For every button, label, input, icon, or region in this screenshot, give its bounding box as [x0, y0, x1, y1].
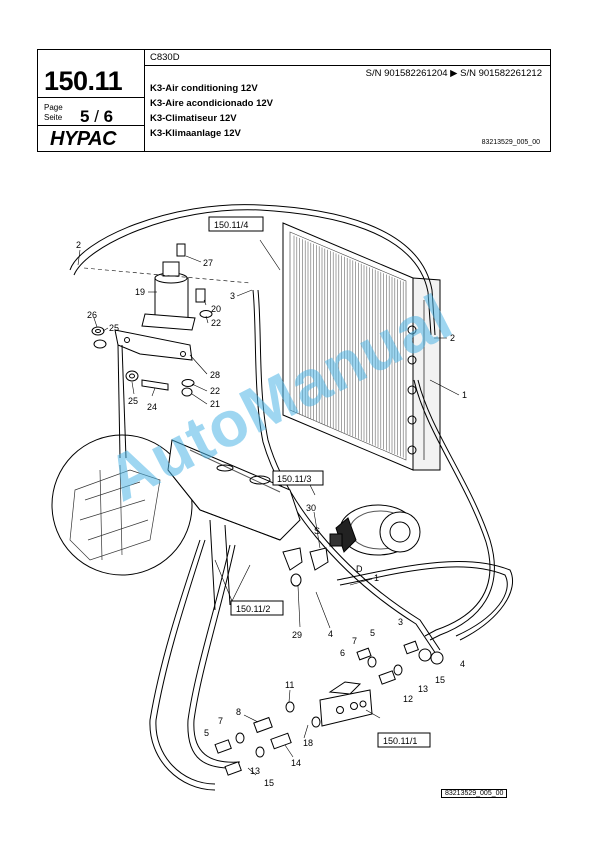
detail-magnifier	[51, 344, 193, 576]
callout: 5	[370, 628, 375, 638]
callout: 18	[303, 738, 313, 748]
title-es: K3-Aire acondicionado 12V	[150, 98, 274, 109]
callouts: 2 27 19 3 20 22 26 25 28 22 25 24 21 2 1…	[76, 240, 467, 788]
mounting-plate	[319, 689, 373, 727]
compressor-fittings	[282, 547, 329, 587]
callout: 19	[135, 287, 145, 297]
callout: 6	[340, 648, 345, 658]
callout: 2	[450, 333, 455, 343]
header-rule-left-2	[38, 125, 144, 126]
compressor	[329, 504, 421, 556]
callout: 11	[285, 680, 294, 690]
leader-lines	[77, 239, 460, 776]
header-block: 150.11 Page Seite 5 / 6 HYPAC C830D S/N …	[37, 49, 551, 152]
header-divider	[144, 50, 145, 151]
title-en: K3-Air conditioning 12V	[150, 83, 258, 94]
fasteners	[91, 243, 213, 397]
ref-150-11-1: 150.11/1	[383, 736, 417, 746]
callout: 25	[128, 396, 138, 406]
callout: 20	[211, 304, 221, 314]
doc-id: 83213529_005_00	[481, 139, 540, 146]
callout: 28	[210, 370, 220, 380]
callout: 27	[203, 258, 213, 268]
callout: 21	[210, 399, 220, 409]
callout: 7	[218, 716, 223, 726]
current-page: 5	[80, 107, 90, 126]
total-pages: 6	[103, 107, 114, 126]
callout: 4	[328, 629, 333, 639]
title-fr: K3-Climatiseur 12V	[150, 113, 237, 124]
lower-fittings	[214, 640, 444, 776]
ref-150-11-4: 150.11/4	[214, 220, 248, 230]
callout: 25	[109, 323, 119, 333]
callout: 3	[398, 617, 403, 627]
condenser	[282, 222, 441, 471]
callout: 1	[462, 390, 467, 400]
callout: 29	[292, 630, 302, 640]
callout: 22	[210, 386, 220, 396]
figure-id: 83213529_005_00	[441, 789, 508, 798]
callout: D	[356, 564, 363, 574]
section-number: 150.11	[44, 66, 123, 96]
callout: S	[314, 526, 320, 536]
receiver-drier	[141, 261, 196, 331]
bracket	[114, 329, 193, 361]
callout: 14	[291, 758, 301, 768]
reference-boxes	[208, 216, 431, 748]
page-number: 5 / 6	[80, 107, 114, 126]
callout: 1	[374, 573, 379, 583]
callout: 15	[264, 778, 274, 788]
callout: 13	[418, 684, 428, 694]
callout: 22	[211, 318, 221, 328]
callout: 2	[76, 240, 81, 250]
callout: 7	[352, 636, 357, 646]
callout: 3	[230, 291, 235, 301]
callout: 15	[435, 675, 445, 685]
header-rule-left-1	[38, 97, 144, 98]
callout: 4	[460, 659, 465, 669]
callout: 26	[87, 310, 97, 320]
header-rule	[144, 65, 550, 66]
title-de: K3-Klimaanlage 12V	[150, 128, 241, 139]
callout: 13	[250, 766, 260, 776]
callout: 5	[204, 728, 209, 738]
callout: 24	[147, 402, 157, 412]
page-label: Page	[44, 103, 63, 112]
hoses	[69, 204, 514, 791]
brand-logo: HYPAC	[50, 128, 117, 150]
seite-label: Seite	[44, 113, 63, 122]
ref-150-11-2: 150.11/2	[236, 604, 270, 614]
callout: 8	[236, 707, 241, 717]
frame	[167, 439, 301, 611]
ref-150-11-3: 150.11/3	[277, 474, 311, 484]
callout: 30	[306, 503, 316, 513]
model-name: C830D	[150, 52, 180, 63]
serial-range: S/N 901582261204 ▶ S/N 901582261212	[365, 68, 542, 79]
callout: 12	[403, 694, 413, 704]
